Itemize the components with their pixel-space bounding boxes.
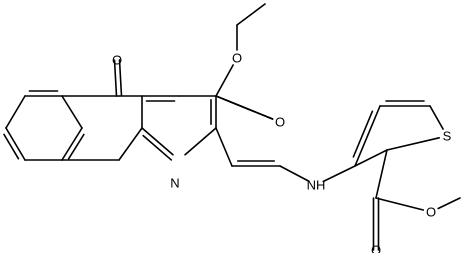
- bond-line-22: [141, 127, 174, 156]
- amine-nh-label: NH: [307, 178, 326, 193]
- bond-lines: [3, 3, 461, 251]
- bond-line-26: [222, 98, 274, 120]
- bond-line-3: [61, 95, 83, 129]
- bond-line-14: [118, 59, 123, 97]
- ester-carbonyl-oxygen-bottom-label: O: [371, 243, 381, 253]
- bond-line-21: [184, 127, 217, 156]
- bond-line-36: [386, 137, 441, 151]
- bond-line-37: [429, 105, 444, 130]
- ester-carbonyl-oxygen-top-label: O: [275, 115, 285, 130]
- pyridine-nitrogen-label: N: [170, 176, 179, 191]
- bond-line-30: [215, 127, 233, 167]
- bond-line-5: [67, 133, 85, 160]
- ester-ether-oxygen-top-label: O: [232, 51, 242, 66]
- bond-line-33: [279, 165, 310, 183]
- ester-ether-oxygen-bottom-label: O: [426, 205, 436, 220]
- bond-line-23: [142, 134, 173, 161]
- bond-line-42: [375, 149, 388, 199]
- bond-line-4: [61, 127, 83, 161]
- bond-line-34: [322, 165, 356, 183]
- ketone-oxygen-label: O: [112, 53, 122, 68]
- bond-line-15: [113, 59, 118, 97]
- bond-line-0: [5, 95, 26, 129]
- bond-line-40: [354, 105, 381, 167]
- bond-line-46: [437, 197, 461, 210]
- bond-line-29: [236, 3, 266, 26]
- bond-line-35: [354, 149, 388, 167]
- bond-line-8: [3, 133, 20, 160]
- bond-line-45: [375, 197, 425, 211]
- bond-line-7: [5, 127, 26, 161]
- bond-line-41: [352, 110, 374, 158]
- bond-line-27: [215, 64, 234, 97]
- bond-line-12: [118, 127, 143, 161]
- thiophene-sulfur-label: S: [443, 129, 452, 144]
